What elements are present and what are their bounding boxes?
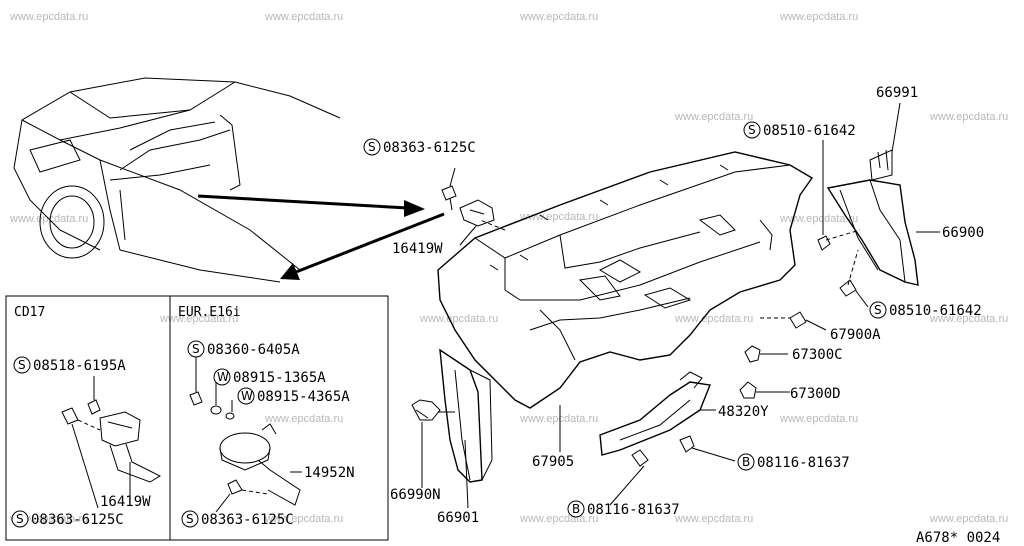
side-pad-66900	[825, 102, 940, 286]
washer-symbol: W	[241, 389, 253, 403]
watermark: www.epcdata.ru	[159, 313, 238, 325]
bolt-symbol: B	[742, 455, 750, 469]
watermark: www.epcdata.ru	[264, 413, 343, 425]
part-label: 67300C	[792, 347, 843, 363]
part-label: 08360-6405A	[207, 342, 300, 358]
part-label: 08363-6125C	[31, 512, 124, 528]
watermark: www.epcdata.ru	[419, 313, 498, 325]
watermark: www.epcdata.ru	[519, 413, 598, 425]
watermark: www.epcdata.ru	[929, 111, 1008, 123]
diagram-code: A678* 0024	[916, 530, 1000, 546]
watermark: www.epcdata.ru	[264, 513, 343, 525]
watermarks: www.epcdata.ru www.epcdata.ru www.epcdat…	[9, 11, 1008, 525]
watermark: www.epcdata.ru	[779, 213, 858, 225]
screw-symbol: S	[16, 512, 24, 526]
part-label: 16419W	[392, 241, 443, 257]
part-label: 66991	[876, 85, 918, 101]
detail-box: CD17 EUR.E16i S 08518-6195A 16419W S 083…	[5, 295, 389, 541]
part-label: 48320Y	[718, 404, 769, 420]
watermark: www.epcdata.ru	[519, 11, 598, 23]
watermark: www.epcdata.ru	[929, 313, 1008, 325]
bolt-symbol: B	[572, 502, 580, 516]
washer-symbol: W	[217, 370, 229, 384]
watermark: www.epcdata.ru	[264, 11, 343, 23]
part-label: 08363-6125C	[201, 512, 294, 528]
part-label: 66990N	[390, 487, 441, 503]
part-label: 08510-61642	[763, 123, 856, 139]
watermark: www.epcdata.ru	[674, 313, 753, 325]
side-pad-66901	[411, 348, 493, 509]
part-label: 08510-61642	[889, 303, 982, 319]
part-label: 08363-6125C	[383, 140, 476, 156]
screw-symbol: S	[18, 358, 26, 372]
screw-symbol: S	[186, 512, 194, 526]
part-label: 08915-4365A	[257, 389, 350, 405]
part-label: 67900A	[830, 327, 881, 343]
watermark: www.epcdata.ru	[674, 513, 753, 525]
watermark: www.epcdata.ru	[519, 211, 598, 223]
part-label: 08915-1365A	[233, 370, 326, 386]
cd17-clip-drawing	[61, 376, 162, 509]
box-title-left: CD17	[14, 305, 45, 320]
part-label: 67905	[532, 454, 574, 470]
dash-insulator-67905	[437, 151, 814, 409]
clip-16419W	[441, 167, 495, 246]
leader-lines	[559, 391, 790, 452]
part-label: 67300D	[790, 386, 841, 402]
screw-symbol: S	[368, 140, 376, 154]
watermark: www.epcdata.ru	[9, 11, 88, 23]
part-label: 08518-6195A	[33, 358, 126, 374]
part-labels: S 08363-6125C 16419W S 08510-61642 66991…	[363, 85, 1000, 546]
watermark: www.epcdata.ru	[779, 11, 858, 23]
part-label: 66901	[437, 510, 479, 526]
watermark: www.epcdata.ru	[779, 413, 858, 425]
screw-symbol: S	[192, 342, 200, 356]
eur-clamp-drawing	[189, 355, 302, 513]
part-label: 14952N	[304, 465, 355, 481]
bracket-48320Y	[599, 371, 736, 506]
part-label: 16419W	[100, 494, 151, 510]
screw-symbol: S	[748, 123, 756, 137]
watermark: www.epcdata.ru	[674, 111, 753, 123]
screw-symbol: S	[874, 303, 882, 317]
box-title-right: EUR.E16i	[178, 305, 241, 320]
part-label: 08116-81637	[587, 502, 680, 518]
fasteners-right	[739, 140, 869, 399]
part-label: 66900	[942, 225, 984, 241]
watermark: www.epcdata.ru	[929, 513, 1008, 525]
car-outline-illustration	[13, 77, 341, 283]
watermark: www.epcdata.ru	[9, 513, 88, 525]
part-label: 08116-81637	[757, 455, 850, 471]
direction-arrows	[197, 194, 445, 280]
